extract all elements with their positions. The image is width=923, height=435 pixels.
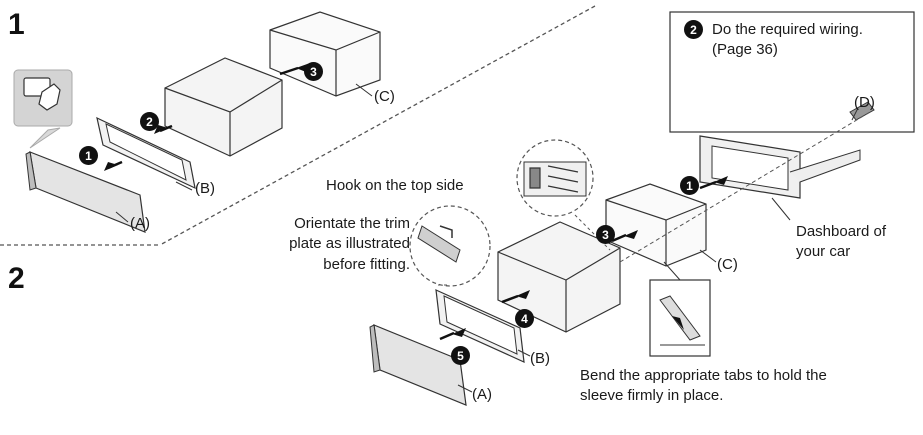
badge-1-step1: 1 (79, 146, 98, 165)
label-c-step1: (C) (374, 88, 395, 105)
dashboard-note-line1: Dashboard of (796, 223, 887, 240)
sleeve-c-step1 (269, 11, 381, 97)
badge-2-wiring: 2 (684, 20, 703, 39)
hook-note: Hook on the top side (326, 177, 464, 194)
bend-note: Bend the appropriate tabs to hold the sl… (580, 366, 827, 407)
dashboard-note: Dashboard of your car (796, 222, 886, 263)
trim-plate-b-step1 (96, 116, 196, 190)
arrows-step2 (439, 176, 728, 341)
bend-note-line1: Bend the appropriate tabs to hold the (580, 367, 827, 384)
leader-lines (115, 83, 791, 393)
release-button-callout (13, 69, 73, 149)
badge-1-step2: 1 (680, 176, 699, 195)
faceplate-a-step2 (369, 324, 467, 406)
badge-5-step2: 5 (451, 346, 470, 365)
wiring-note-line2: (Page 36) (712, 41, 778, 59)
orient-note-line3: before fitting. (323, 255, 410, 273)
label-b-step2: (B) (530, 350, 550, 367)
orient-note-line2: plate as illustrated (289, 235, 410, 253)
bend-tabs-detail (649, 261, 711, 357)
pointing-hand-icon (38, 83, 61, 111)
tab-detail-callout (516, 139, 611, 251)
wiring-note: Do the required wiring. (Page 36) (712, 20, 863, 61)
label-c-step2: (C) (717, 256, 738, 273)
sleeve-c-step2 (605, 183, 707, 267)
label-b-step1: (B) (195, 180, 215, 197)
dashboard-frame (699, 135, 861, 199)
badge-3-step2: 3 (596, 225, 615, 244)
badge-2-step1: 2 (140, 112, 159, 131)
hook-detail-callout (409, 205, 491, 287)
orient-note: Orientate the trim plate as illustrated … (278, 214, 410, 275)
unit-body-step1 (164, 57, 283, 157)
label-a-step2: (A) (472, 386, 492, 403)
label-a-step1: (A) (130, 215, 150, 232)
step-1-number: 1 (8, 8, 25, 41)
badge-4-step2: 4 (515, 309, 534, 328)
wiring-note-line1: Do the required wiring. (712, 21, 863, 38)
label-d: (D) (854, 94, 875, 111)
section-divider (159, 5, 596, 246)
dashboard-note-line2: your car (796, 243, 851, 261)
wiring-box (669, 11, 915, 133)
orient-note-line1: Orientate the trim (294, 215, 410, 232)
bend-note-line2: sleeve firmly in place. (580, 387, 724, 405)
trim-plate-b-step2 (435, 289, 525, 363)
step-2-number: 2 (8, 262, 25, 295)
unit-body-step2 (497, 221, 621, 333)
badge-3-step1: 3 (304, 62, 323, 81)
